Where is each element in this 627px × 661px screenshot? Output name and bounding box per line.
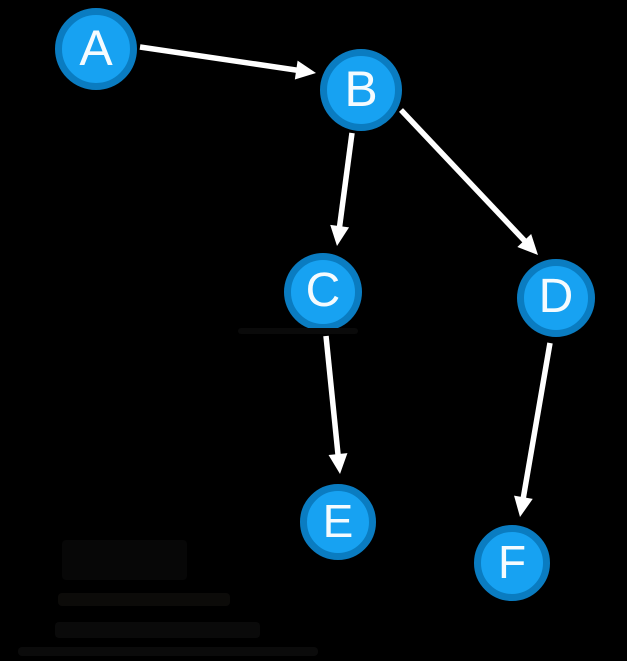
edge-arrowhead-C-E: [328, 453, 348, 474]
edge-B-D: [399, 108, 532, 249]
edge-B-C: [335, 132, 355, 235]
node-f[interactable]: F: [474, 525, 550, 601]
edge-arrowhead-D-F: [514, 495, 533, 517]
edge-D-F: [519, 342, 553, 506]
node-a-label: A: [79, 20, 113, 76]
node-b[interactable]: B: [320, 49, 402, 131]
node-d[interactable]: D: [517, 259, 595, 337]
node-c-label: C: [305, 264, 341, 317]
edge-A-B: [139, 44, 305, 74]
node-b-label: B: [344, 61, 378, 117]
node-d-label: D: [538, 270, 574, 323]
node-e[interactable]: E: [300, 484, 376, 560]
node-f-label: F: [497, 536, 527, 588]
edge-arrowhead-B-D: [517, 233, 538, 255]
node-e-label: E: [322, 495, 354, 547]
edge-C-E: [323, 335, 342, 463]
node-a[interactable]: A: [55, 8, 137, 90]
edge-arrowhead-B-C: [330, 224, 350, 246]
edge-arrowhead-A-B: [294, 60, 316, 80]
node-c[interactable]: C: [284, 253, 362, 331]
